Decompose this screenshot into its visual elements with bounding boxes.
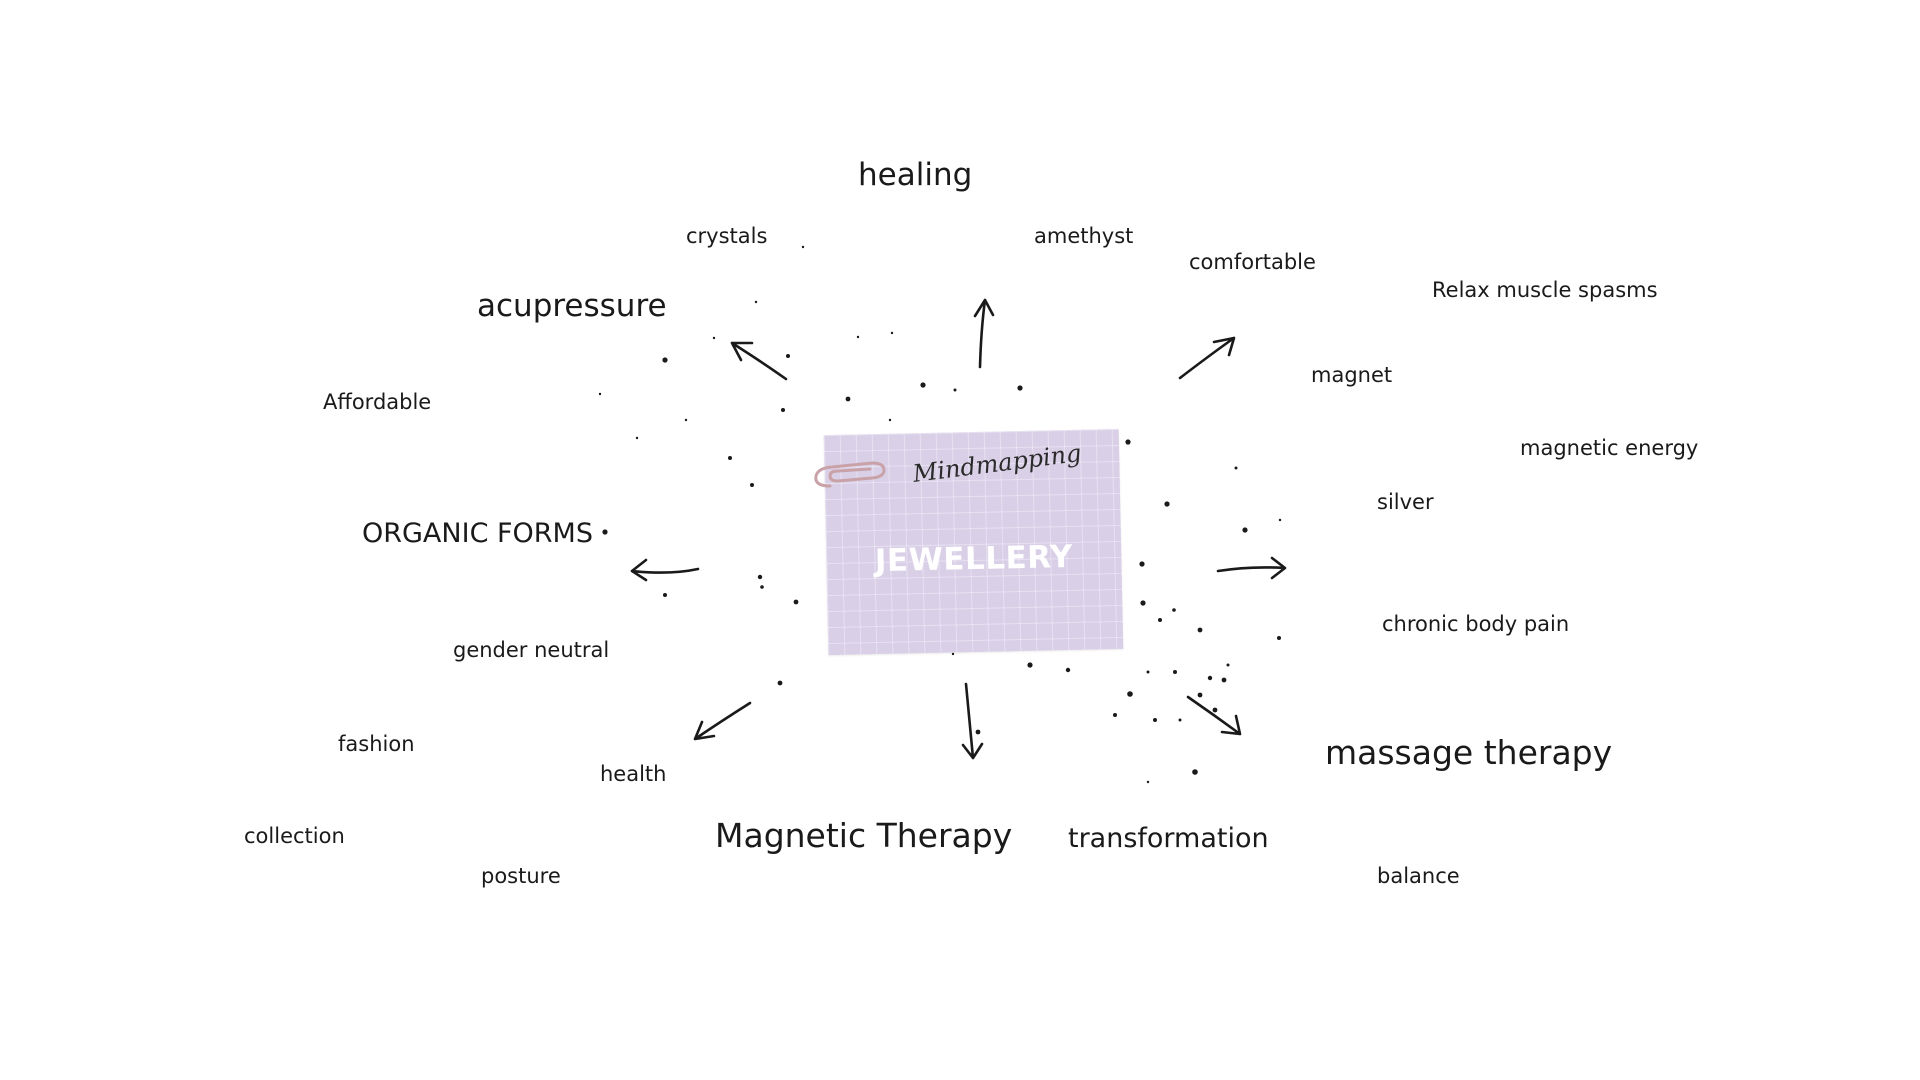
word-relax-muscle-spasms: Relax muscle spasms bbox=[1432, 278, 1658, 302]
decorative-dots bbox=[598, 245, 1282, 784]
arrow-to-massage-therapy bbox=[1186, 695, 1242, 736]
word-transformation: transformation bbox=[1068, 823, 1269, 854]
word-amethyst: amethyst bbox=[1034, 224, 1134, 248]
word-health: health bbox=[600, 762, 667, 786]
word-collection: collection bbox=[244, 824, 345, 848]
word-massage-therapy: massage therapy bbox=[1325, 733, 1613, 772]
arrow-to-chronic-body-pain bbox=[1216, 556, 1287, 580]
arrow-to-comfortable bbox=[1178, 336, 1236, 380]
central-topic-title: JEWELLERY bbox=[874, 538, 1074, 580]
arrow-to-organic-forms bbox=[630, 558, 700, 582]
mindmapping-script-label: Mindmapping bbox=[911, 438, 1083, 488]
word-healing: healing bbox=[858, 157, 973, 193]
word-fashion: fashion bbox=[338, 732, 415, 756]
arrow-to-healing bbox=[973, 298, 995, 369]
word-magnet: magnet bbox=[1311, 363, 1393, 387]
word-chronic-body-pain: chronic body pain bbox=[1382, 612, 1570, 636]
word-comfortable: comfortable bbox=[1189, 250, 1316, 274]
word-affordable: Affordable bbox=[323, 390, 432, 414]
paperclip-icon bbox=[814, 461, 886, 488]
word-acupressure: acupressure bbox=[477, 288, 667, 324]
word-magnetic-therapy: Magnetic Therapy bbox=[715, 816, 1013, 855]
arrow-to-magnetic-therapy bbox=[961, 682, 984, 760]
word-posture: posture bbox=[481, 864, 561, 888]
word-balance: balance bbox=[1377, 864, 1460, 888]
arrow-to-acupressure bbox=[730, 341, 788, 381]
word-organic-forms: ORGANIC FORMS bbox=[362, 518, 593, 549]
word-magnetic-energy: magnetic energy bbox=[1520, 436, 1699, 460]
word-silver: silver bbox=[1377, 490, 1434, 514]
word-crystals: crystals bbox=[686, 224, 768, 248]
arrow-to-health bbox=[693, 701, 752, 741]
word-gender-neutral: gender neutral bbox=[453, 638, 610, 662]
